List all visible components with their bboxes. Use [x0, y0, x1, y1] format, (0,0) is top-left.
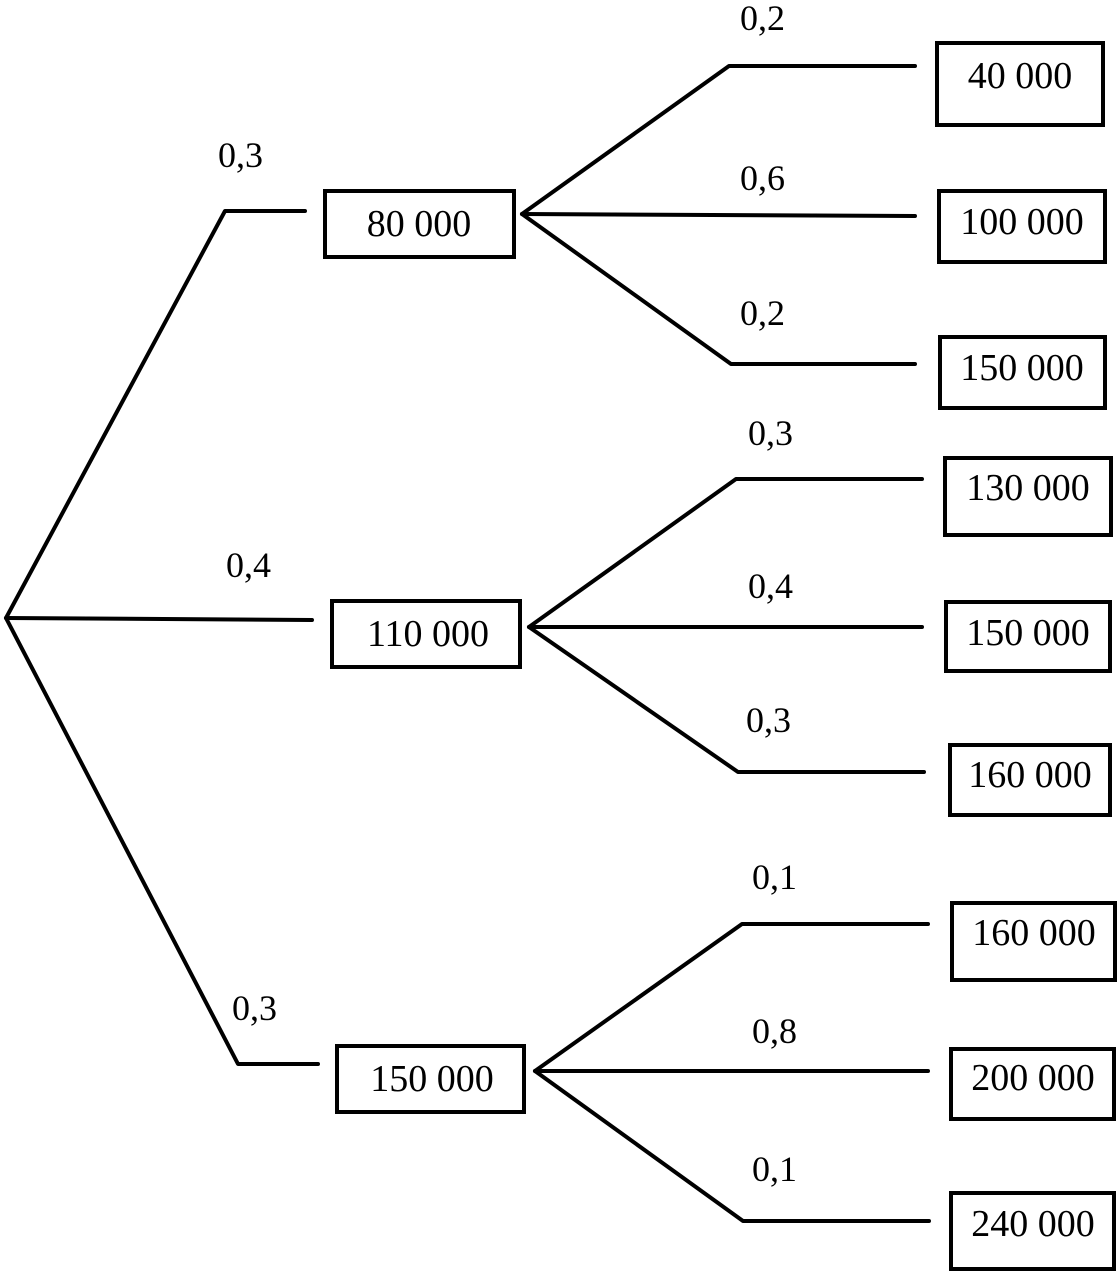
branch-2-outcome-3-value: 160 000	[968, 754, 1092, 796]
edge-branch-2-outcome-1	[527, 477, 924, 629]
branch-2-outcome-2-node	[944, 600, 1112, 673]
branch-3-outcome-3-node	[949, 1191, 1116, 1271]
edge-root-to-branch-2	[4, 616, 314, 622]
branch-2-outcome-1-value: 130 000	[966, 467, 1090, 509]
branch-1-outcome-2-node	[937, 189, 1107, 264]
edge-root-to-branch-1	[4, 209, 307, 620]
branch-2-node	[330, 599, 522, 669]
branch-1-outcome-1-node	[935, 41, 1105, 127]
branch-3-node	[335, 1044, 526, 1114]
branch-3-outcome-1-node	[950, 901, 1117, 982]
branch-3-outcome-2-value: 200 000	[971, 1057, 1095, 1099]
branch-1-outcome-3-probability: 0,2	[740, 293, 785, 333]
branch-2-outcome-2-value: 150 000	[966, 612, 1090, 654]
branch-2-probability: 0,4	[226, 545, 271, 585]
edge-branch-1-outcome-1	[520, 64, 917, 216]
branch-3-value: 150 000	[370, 1058, 494, 1100]
branch-3-outcome-1-probability: 0,1	[752, 857, 797, 897]
edge-branch-3-outcome-1	[533, 922, 930, 1073]
branch-1-outcome-1-value: 40 000	[968, 55, 1073, 97]
branch-3-probability: 0,3	[232, 988, 277, 1028]
branch-2-outcome-2-probability: 0,4	[748, 566, 793, 606]
branch-3-outcome-2-node	[949, 1047, 1116, 1121]
branch-2-outcome-3-probability: 0,3	[746, 700, 791, 740]
branch-1-outcome-1-probability: 0,2	[740, 0, 785, 38]
branch-1-outcome-2-value: 100 000	[960, 201, 1084, 243]
branch-3-outcome-2-probability: 0,8	[752, 1011, 797, 1051]
edge-branch-1-outcome-2	[520, 212, 917, 218]
branch-1-outcome-3-value: 150 000	[960, 347, 1084, 389]
edge-branch-3-outcome-3	[533, 1069, 931, 1223]
branch-2-outcome-1-probability: 0,3	[748, 413, 793, 453]
branch-1-outcome-2-probability: 0,6	[740, 158, 785, 198]
branch-2-outcome-1-node	[943, 456, 1113, 537]
edge-root-to-branch-3	[4, 616, 320, 1066]
branch-2-value: 110 000	[367, 613, 489, 655]
branch-3-outcome-3-probability: 0,1	[752, 1149, 797, 1189]
edge-branch-1-outcome-3	[520, 212, 917, 366]
edge-branch-2-outcome-3	[527, 625, 926, 774]
branch-1-node	[323, 189, 516, 259]
branch-1-probability: 0,3	[218, 135, 263, 175]
branch-3-outcome-1-value: 160 000	[972, 912, 1096, 954]
branch-2-outcome-3-node	[948, 743, 1112, 817]
branch-3-outcome-3-value: 240 000	[971, 1203, 1095, 1245]
branch-1-outcome-3-node	[938, 335, 1107, 410]
branch-1-value: 80 000	[367, 203, 472, 245]
